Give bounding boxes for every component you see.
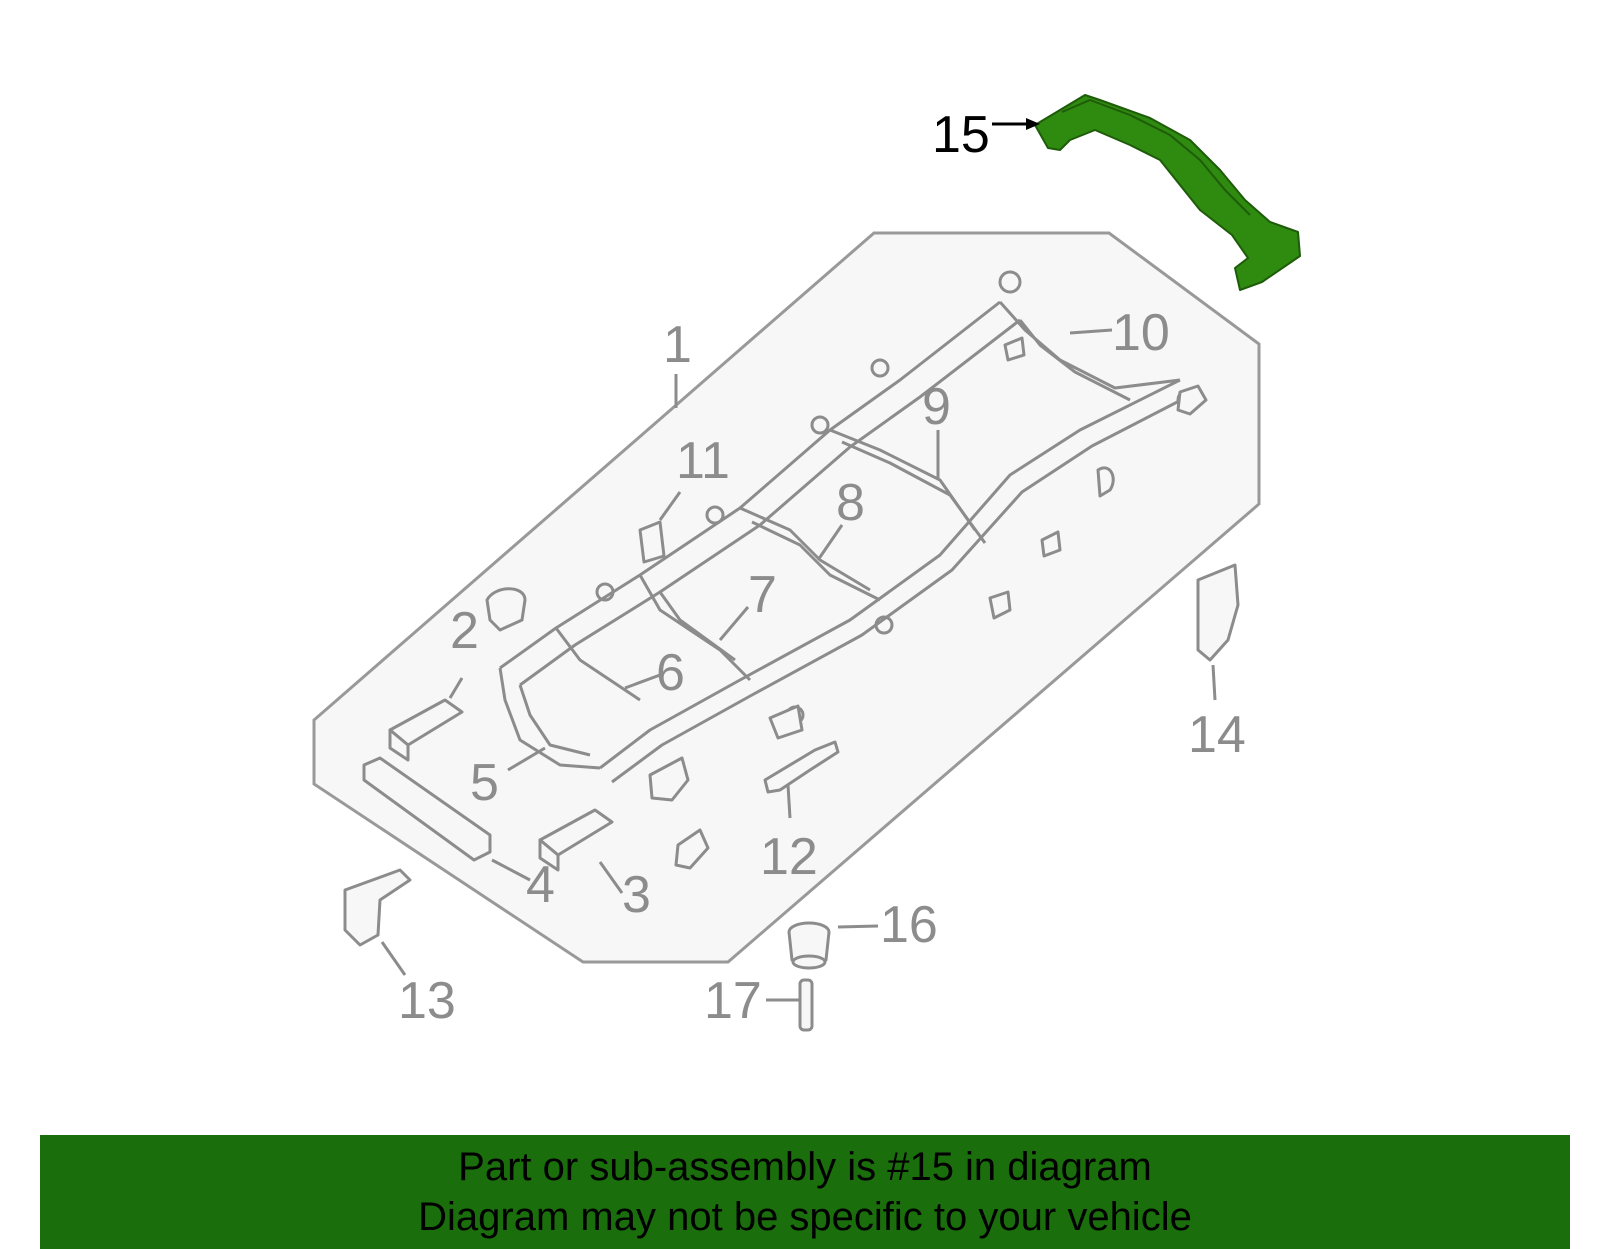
callout-4: 4: [526, 856, 555, 914]
callout-14: 14: [1188, 706, 1246, 764]
callout-15[interactable]: 15: [932, 106, 990, 164]
callout-15-arrowhead: [1026, 118, 1040, 130]
callout-7: 7: [748, 566, 777, 624]
callout-3: 3: [622, 866, 651, 924]
callout-5: 5: [470, 754, 499, 812]
notice-banner: Part or sub-assembly is #15 in diagram D…: [40, 1135, 1570, 1249]
frame-assembly-outline: [312, 231, 1261, 964]
callout-12: 12: [760, 828, 818, 886]
callout-13: 13: [398, 972, 456, 1030]
component-sketches: [343, 336, 1240, 1032]
callout-11: 11: [676, 432, 730, 490]
banner-line-1: Part or sub-assembly is #15 in diagram: [458, 1145, 1152, 1189]
part-15-highlight[interactable]: [1034, 94, 1301, 291]
callout-9: 9: [922, 378, 951, 436]
callout-1: 1: [663, 316, 692, 374]
banner-line-2: Diagram may not be specific to your vehi…: [418, 1195, 1192, 1239]
callout-17: 17: [704, 972, 762, 1030]
callout-6: 6: [656, 644, 685, 702]
frame-ladder: [498, 270, 1200, 784]
callout-16: 16: [880, 896, 938, 954]
callout-10: 10: [1112, 304, 1170, 362]
callout-8: 8: [836, 474, 865, 532]
leader-arrows: [380, 328, 1217, 1002]
callout-2: 2: [450, 602, 479, 660]
